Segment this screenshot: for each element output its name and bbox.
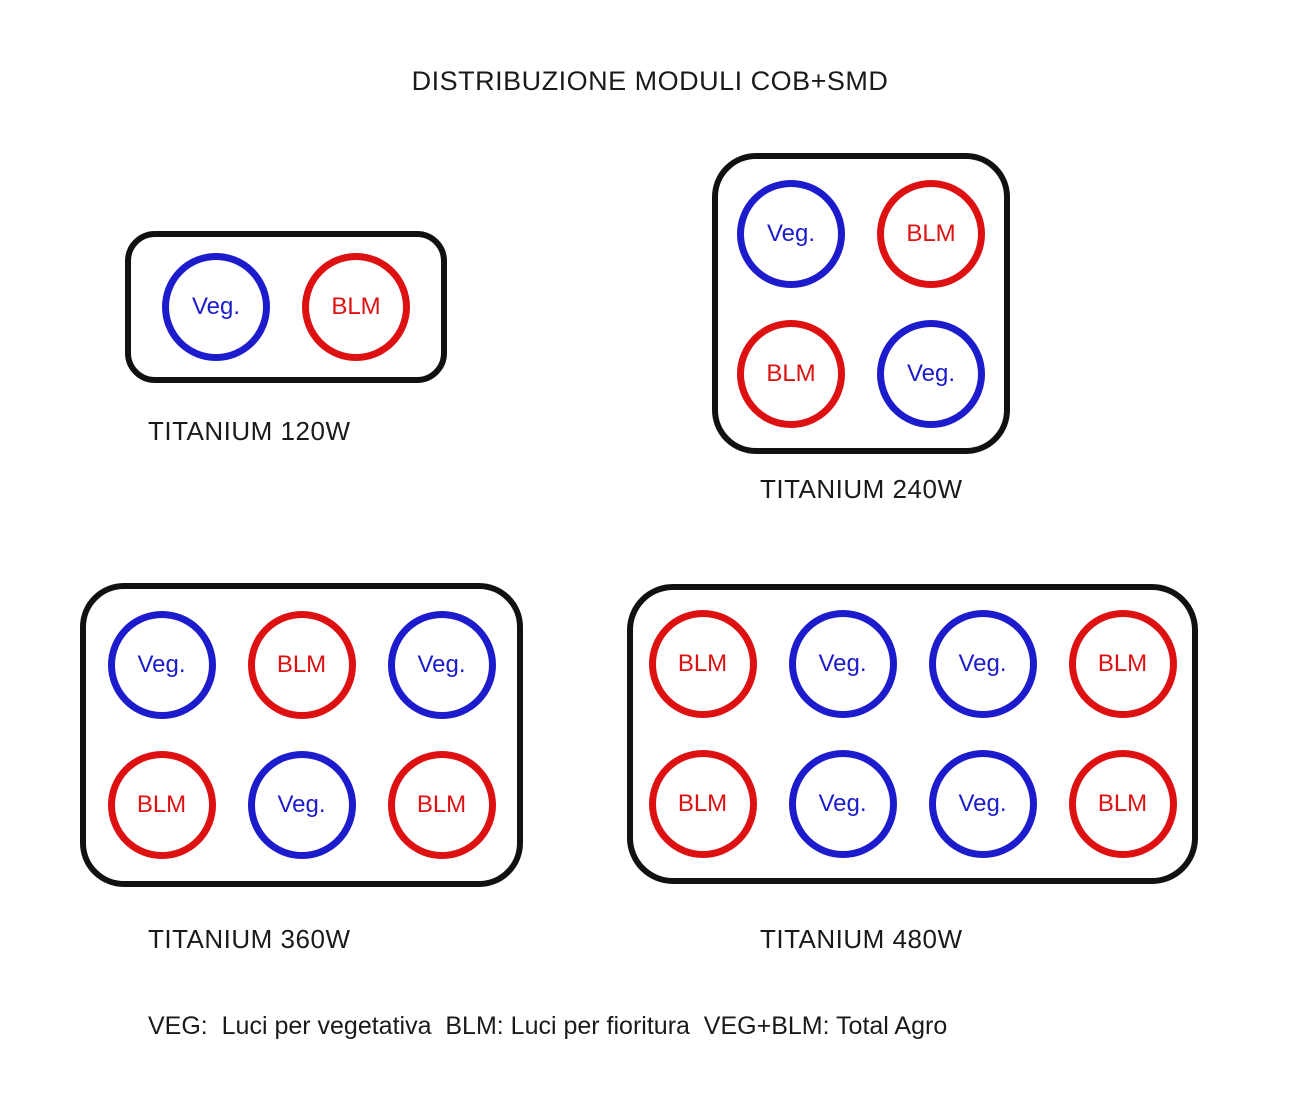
fixture-titanium-240w: Veg. BLM BLM Veg. [712,153,1010,454]
module-label-blm: BLM [677,650,728,677]
module-label-veg: Veg. [906,359,956,387]
module-circle-veg: Veg. [387,611,496,719]
module-label-blm: BLM [1097,790,1148,817]
module-circle-veg: Veg. [788,610,897,718]
module-row: BLM Veg. Veg. BLM [648,610,1177,718]
module-label-veg: Veg. [818,790,867,817]
module-label-veg: Veg. [958,650,1007,677]
module-label-veg: Veg. [818,650,867,677]
module-label-veg: Veg. [191,293,241,320]
module-circle-veg: Veg. [247,751,356,859]
module-row: Veg. BLM [162,253,410,361]
module-label-blm: BLM [331,293,381,320]
module-circle-veg: Veg. [162,253,270,361]
module-circle-blm: BLM [1068,610,1177,718]
module-circle-veg: Veg. [877,319,985,428]
module-label-veg: Veg. [766,219,816,247]
module-circle-veg: Veg. [928,750,1037,858]
module-label-blm: BLM [906,219,956,247]
module-label-blm: BLM [677,790,728,817]
fixture-titanium-480w: BLM Veg. Veg. BLM BLM Veg. Veg. BLM [627,584,1198,884]
fixture-titanium-360w: Veg. BLM Veg. BLM Veg. BLM [80,583,523,887]
module-circle-veg: Veg. [107,611,216,719]
fixture-titanium-120w: Veg. BLM [125,231,447,383]
module-label-blm: BLM [276,651,327,678]
module-circle-veg: Veg. [737,179,845,288]
module-row: Veg. BLM [737,179,985,288]
module-label-veg: Veg. [958,790,1007,817]
module-circle-blm: BLM [648,610,757,718]
module-label-veg: Veg. [417,651,466,678]
module-row: BLM Veg. [737,319,985,428]
module-circle-blm: BLM [387,751,496,859]
legend-text: VEG: Luci per vegetativa BLM: Luci per f… [148,1012,948,1040]
module-circle-blm: BLM [107,751,216,859]
module-label-veg: Veg. [277,791,326,818]
module-circle-blm: BLM [1068,750,1177,858]
module-label-blm: BLM [766,359,816,387]
module-row: Veg. BLM Veg. [107,611,496,719]
module-circle-blm: BLM [648,750,757,858]
module-label-blm: BLM [1097,650,1148,677]
module-circle-veg: Veg. [788,750,897,858]
diagram-title: DISTRIBUZIONE MODULI COB+SMD [411,66,889,96]
panel-label-titanium-360w: TITANIUM 360W [148,924,351,954]
panel-label-titanium-120w: TITANIUM 120W [148,416,351,446]
module-row: BLM Veg. Veg. BLM [648,750,1177,858]
module-label-veg: Veg. [137,651,186,678]
panel-label-titanium-240w: TITANIUM 240W [760,474,963,504]
module-circle-blm: BLM [247,611,356,719]
module-label-blm: BLM [136,791,187,818]
module-circle-veg: Veg. [928,610,1037,718]
module-label-blm: BLM [416,791,467,818]
module-row: BLM Veg. BLM [107,751,496,859]
module-circle-blm: BLM [877,179,985,288]
module-circle-blm: BLM [737,319,845,428]
module-circle-blm: BLM [302,253,410,361]
panel-label-titanium-480w: TITANIUM 480W [760,924,963,954]
